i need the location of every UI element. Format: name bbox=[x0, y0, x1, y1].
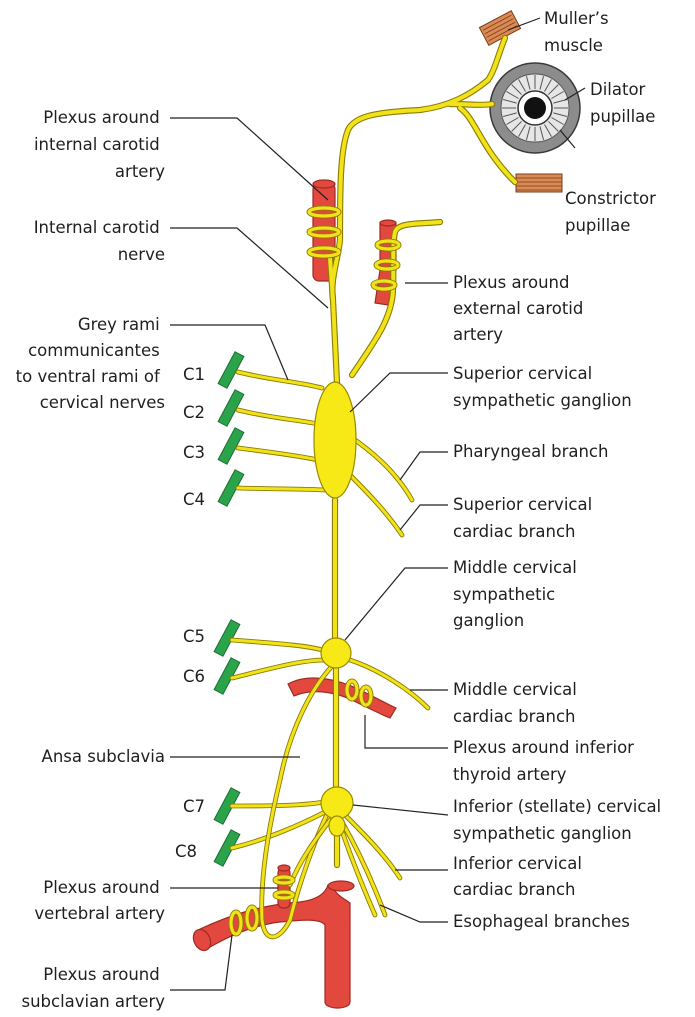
label-c2: C2 bbox=[183, 403, 205, 422]
label-superior-cervical-cardiac: Superior cervical cardiac branch bbox=[453, 495, 597, 541]
label-plexus-inferior-thyroid: Plexus around inferior thyroid artery bbox=[453, 738, 639, 784]
label-middle-cervical-cardiac: Middle cervical cardiac branch bbox=[453, 680, 582, 726]
constrictor-muscle bbox=[516, 174, 562, 192]
label-internal-carotid-nerve: Internal carotid nerve bbox=[34, 218, 165, 264]
label-c7: C7 bbox=[183, 797, 205, 816]
label-superior-cervical-ganglion: Superior cervical sympathetic ganglion bbox=[453, 364, 632, 410]
grey-rami bbox=[214, 352, 244, 866]
label-plexus-internal-carotid: Plexus around internal carotid artery bbox=[34, 108, 165, 181]
accessory-ganglion bbox=[329, 816, 345, 836]
label-plexus-external-carotid: Plexus around external carotid artery bbox=[453, 273, 589, 344]
label-plexus-vertebral: Plexus around vertebral artery bbox=[34, 878, 165, 923]
label-inferior-stellate-ganglion: Inferior (stellate) cervical sympathetic… bbox=[453, 797, 666, 843]
label-c3: C3 bbox=[183, 443, 205, 462]
label-c6: C6 bbox=[183, 667, 205, 686]
label-inferior-cervical-cardiac: Inferior cervical cardiac branch bbox=[453, 854, 587, 899]
eye-iris bbox=[490, 63, 580, 153]
inferior-cervical-ganglion bbox=[321, 787, 353, 819]
subclavian-artery bbox=[190, 881, 354, 1008]
label-c5: C5 bbox=[183, 627, 205, 646]
label-muller-muscle: Muller’s muscle bbox=[544, 9, 614, 55]
label-c1: C1 bbox=[183, 365, 205, 384]
label-esophageal-branches: Esophageal branches bbox=[453, 912, 630, 931]
plexus-coils bbox=[231, 208, 399, 934]
label-pharyngeal-branch: Pharyngeal branch bbox=[453, 442, 608, 461]
label-dilator-pupillae: Dilator pupillae bbox=[590, 80, 655, 126]
middle-cervical-ganglion bbox=[321, 638, 351, 668]
label-middle-cervical-ganglion: Middle cervical sympathetic ganglion bbox=[453, 558, 582, 630]
label-constrictor-pupillae: Constrictor pupillae bbox=[565, 189, 661, 235]
label-plexus-subclavian: Plexus around subclavian artery bbox=[21, 965, 165, 1011]
label-c4: C4 bbox=[183, 490, 205, 509]
label-ansa-subclavia: Ansa subclavia bbox=[42, 747, 165, 766]
superior-cervical-ganglion bbox=[314, 382, 356, 498]
label-grey-rami: Grey rami communicantes to ventral rami … bbox=[16, 315, 165, 412]
label-c8: C8 bbox=[175, 842, 197, 861]
